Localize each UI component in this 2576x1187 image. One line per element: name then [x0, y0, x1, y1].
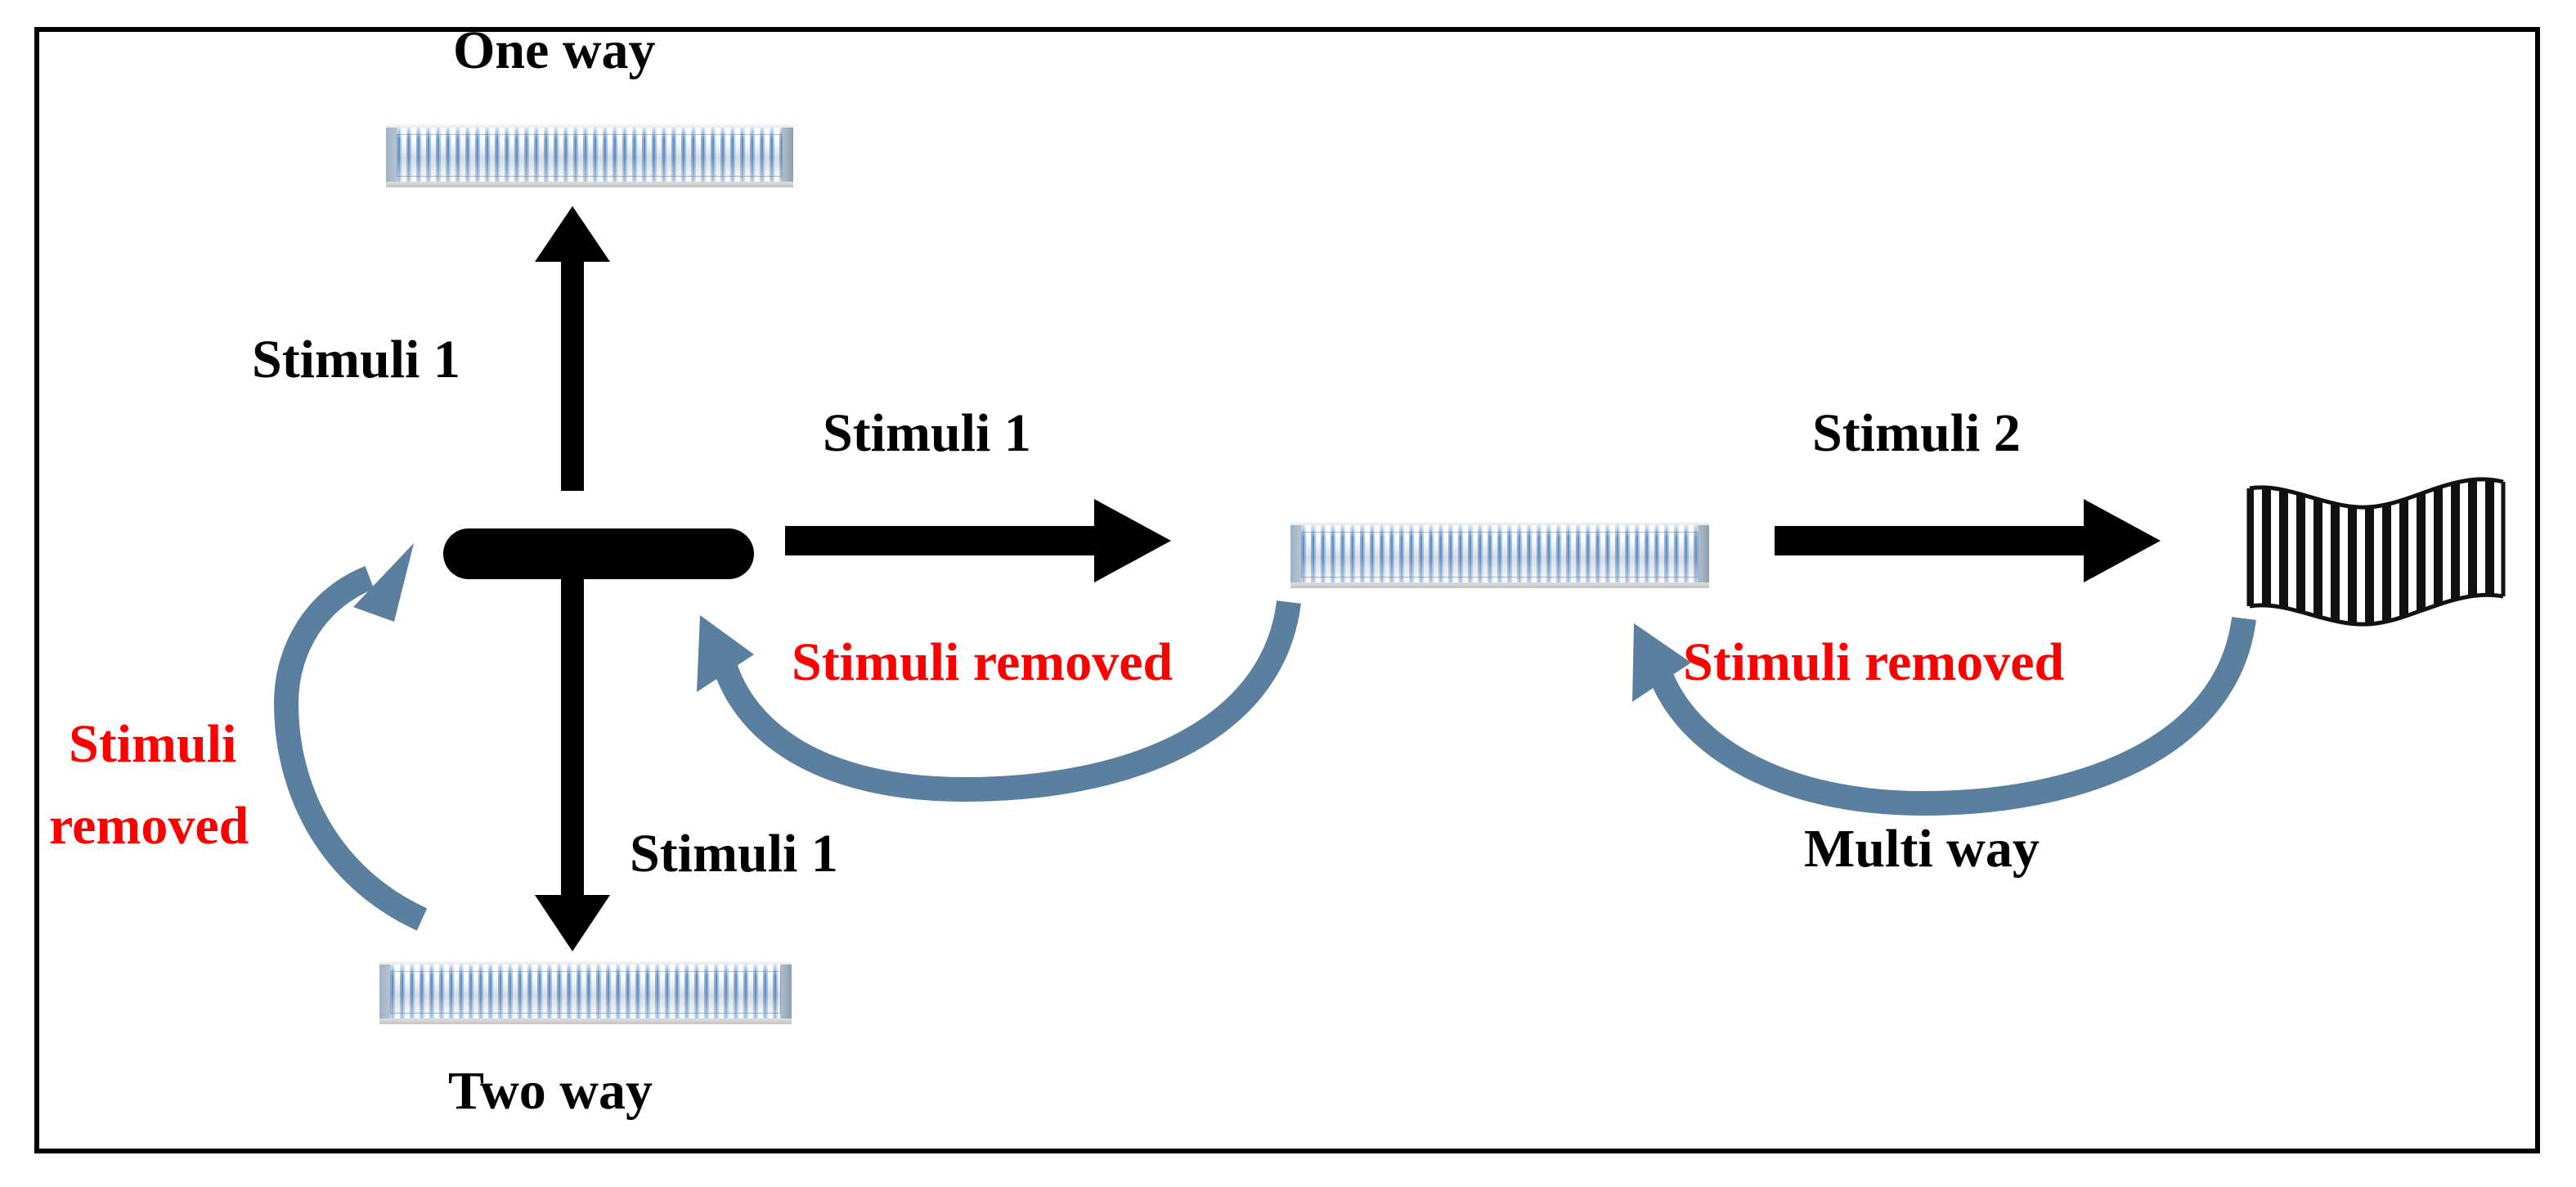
two-way-grating: [379, 960, 792, 1024]
label-stimuli-removed-left-line1: Stimuli: [69, 714, 237, 774]
diagram-frame: One way Stimuli 1 Stimuli 1 Stimuli 2: [34, 20, 2540, 1153]
multi-way-wave-svg: [2246, 477, 2506, 627]
middle-grating: [1290, 521, 1709, 588]
label-two-way: Two way: [448, 1061, 653, 1121]
grating-cap-bottom: [1290, 582, 1709, 588]
grating-bevel-left: [1290, 521, 1302, 588]
grating-cap-bottom: [386, 182, 793, 187]
grating-bevel-left: [379, 960, 391, 1024]
grating-inner-outline: [1301, 532, 1699, 578]
grating-inner-outline: [390, 971, 781, 1014]
grating-stripes: [1299, 524, 1701, 586]
initial-state-pill: [443, 528, 754, 579]
grating-cap-top: [1290, 521, 1709, 525]
label-stimuli-removed-left-line2: removed: [49, 796, 249, 856]
label-one-way: One way: [453, 20, 656, 80]
grating-cap-top: [379, 960, 792, 964]
grating-stripes: [394, 126, 785, 185]
one-way-grating: [386, 124, 793, 187]
grating-bevel-left: [386, 124, 397, 187]
label-stimuli-1-up: Stimuli 1: [252, 330, 460, 389]
label-stimuli-2-right: Stimuli 2: [1812, 403, 2021, 463]
label-multi-way: Multi way: [1804, 819, 2040, 879]
grating-inner-outline: [397, 134, 783, 177]
label-stimuli-removed-mid: Stimuli removed: [792, 632, 1174, 692]
grating-cap-top: [386, 124, 793, 128]
grating-cap-bottom: [379, 1018, 792, 1024]
label-stimuli-1-right: Stimuli 1: [823, 403, 1031, 463]
grating-bevel-right: [780, 960, 792, 1024]
grating-bevel-right: [1698, 521, 1709, 588]
grating-stripes: [388, 963, 783, 1022]
label-stimuli-1-down: Stimuli 1: [630, 824, 838, 884]
label-stimuli-removed-right: Stimuli removed: [1683, 632, 2065, 692]
grating-bevel-right: [782, 124, 793, 187]
multi-way-wave: [2242, 474, 2520, 637]
